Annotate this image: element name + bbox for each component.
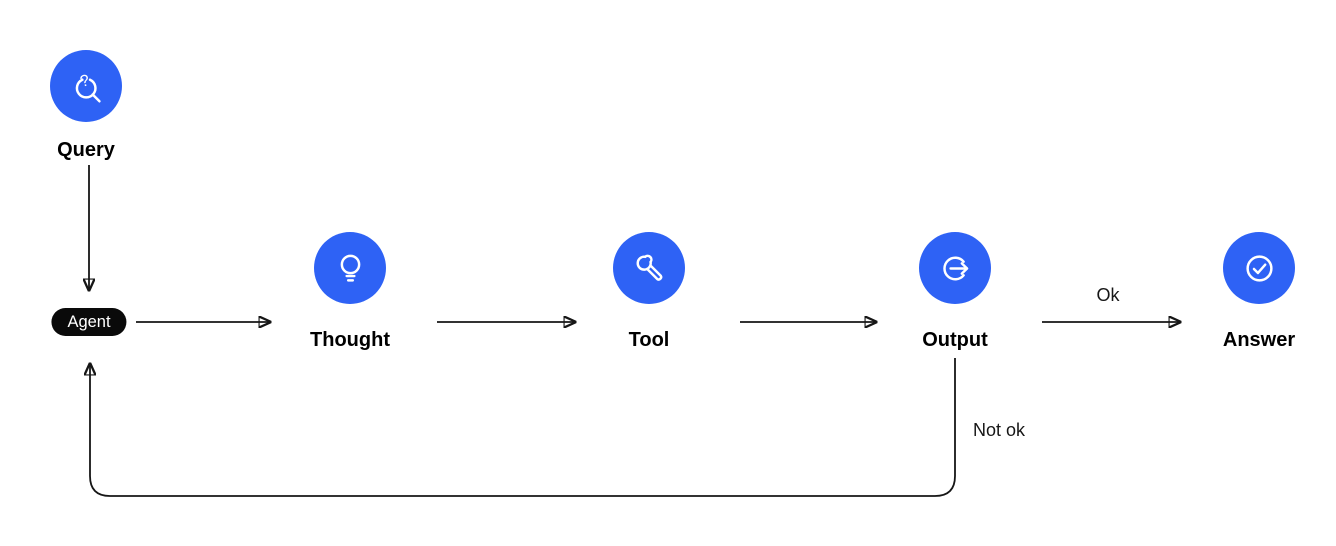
output-node-circle <box>919 232 991 304</box>
output-label: Output <box>922 329 988 351</box>
node-tool: Tool <box>564 232 734 351</box>
node-output: Output <box>870 232 1040 351</box>
svg-text:?: ? <box>78 71 91 91</box>
answer-node-circle <box>1223 232 1295 304</box>
edge-label-ok: Ok <box>1096 285 1120 305</box>
query-label: Query <box>57 139 115 161</box>
node-agent: Agent <box>51 308 127 336</box>
thought-node-circle <box>314 232 386 304</box>
query-node-circle: ? <box>50 50 122 122</box>
answer-label: Answer <box>1222 329 1296 351</box>
check-circle-icon <box>1245 254 1273 282</box>
edge-label-not-ok: Not ok <box>973 420 1026 440</box>
node-thought: Thought <box>265 232 435 351</box>
thought-label: Thought <box>310 329 390 351</box>
wrench-icon <box>636 254 662 281</box>
tool-node-circle <box>613 232 685 304</box>
node-answer: Answer <box>1174 232 1336 351</box>
magnifier-question-icon: ? <box>75 71 101 103</box>
agent-label: Agent <box>67 312 111 331</box>
node-query: ? Query <box>1 50 171 161</box>
edge-output-to-agent-loop <box>90 358 956 497</box>
arrow-out-circle-icon <box>942 256 968 280</box>
lightbulb-icon <box>340 254 360 282</box>
tool-label: Tool <box>628 329 670 351</box>
